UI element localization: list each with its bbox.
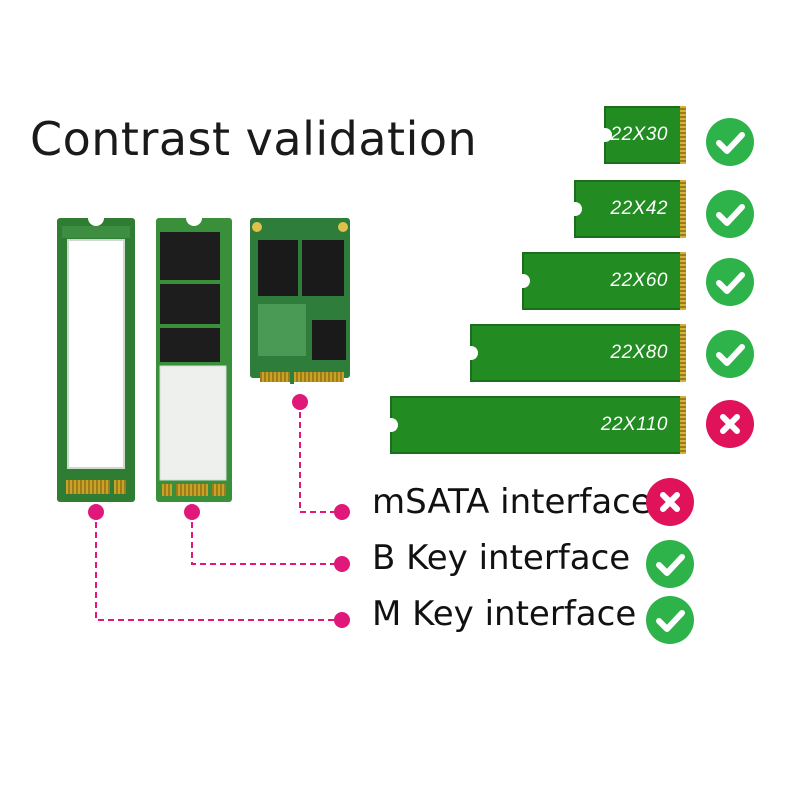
check-icon bbox=[706, 118, 754, 166]
size-bar-22x30: 22X30 bbox=[604, 106, 686, 164]
cross-icon bbox=[646, 478, 694, 526]
msata-card-image bbox=[250, 218, 350, 384]
size-label: 22X80 bbox=[610, 342, 668, 363]
size-label: 22X30 bbox=[610, 124, 668, 145]
bkey-label-dot bbox=[334, 556, 350, 572]
size-label: 22X110 bbox=[600, 414, 668, 435]
m2-bkey-card-image bbox=[156, 218, 232, 502]
msata-label-dot bbox=[334, 504, 350, 520]
interface-label-msata: mSATA interface bbox=[372, 482, 652, 522]
check-icon bbox=[706, 190, 754, 238]
interface-label-mkey: M Key interface bbox=[372, 594, 637, 634]
mkey-label-dot bbox=[334, 612, 350, 628]
connector-lines bbox=[95, 402, 342, 621]
check-icon bbox=[646, 596, 694, 644]
size-bar-22x110: 22X110 bbox=[390, 396, 686, 454]
page-title: Contrast validation bbox=[30, 112, 478, 166]
cross-icon bbox=[706, 400, 754, 448]
size-bar-22x42: 22X42 bbox=[574, 180, 686, 238]
size-bar-22x80: 22X80 bbox=[470, 324, 686, 382]
bkey-card-dot bbox=[184, 504, 200, 520]
size-label: 22X60 bbox=[610, 270, 668, 291]
mkey-card-dot bbox=[88, 504, 104, 520]
check-icon bbox=[706, 330, 754, 378]
check-icon bbox=[646, 540, 694, 588]
check-icon bbox=[706, 258, 754, 306]
interface-label-bkey: B Key interface bbox=[372, 538, 631, 578]
size-label: 22X42 bbox=[610, 198, 668, 219]
size-bar-22x60: 22X60 bbox=[522, 252, 686, 310]
m2-mkey-card-image bbox=[57, 218, 135, 502]
msata-card-dot bbox=[292, 394, 308, 410]
